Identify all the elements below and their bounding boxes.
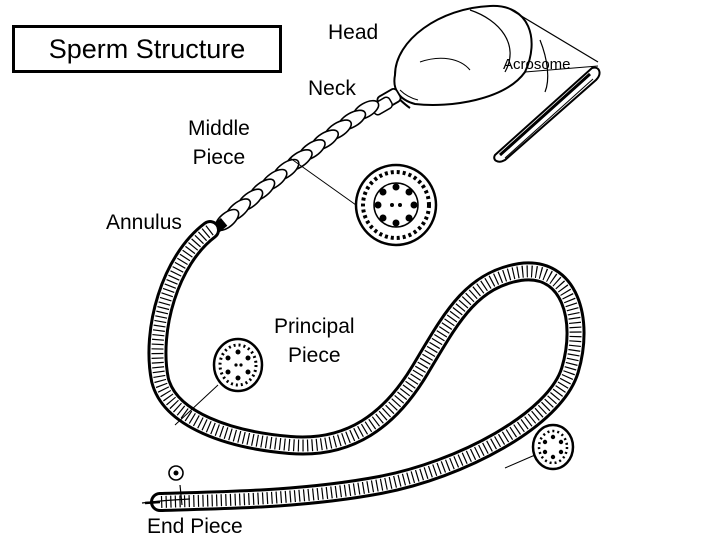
principal-piece-tail [147,220,586,512]
end-piece-tip [141,465,191,506]
label-principal-piece: Principal Piece [274,315,355,367]
label-acrosome: Acrosome [503,56,571,73]
diagram-title: Sperm Structure [12,25,282,73]
label-end-piece: End Piece [147,515,243,538]
label-annulus: Annulus [106,211,182,234]
acrosome-side-view [493,39,601,163]
principal-piece-cross-section [174,337,264,426]
label-neck: Neck [308,77,356,100]
end-region-cross-section [504,423,575,471]
label-head: Head [328,21,379,44]
middle-piece-segments [214,99,380,232]
middle-piece-cross-section [289,157,438,247]
sperm-head [393,4,599,106]
label-middle-piece: Middle Piece [188,117,250,169]
